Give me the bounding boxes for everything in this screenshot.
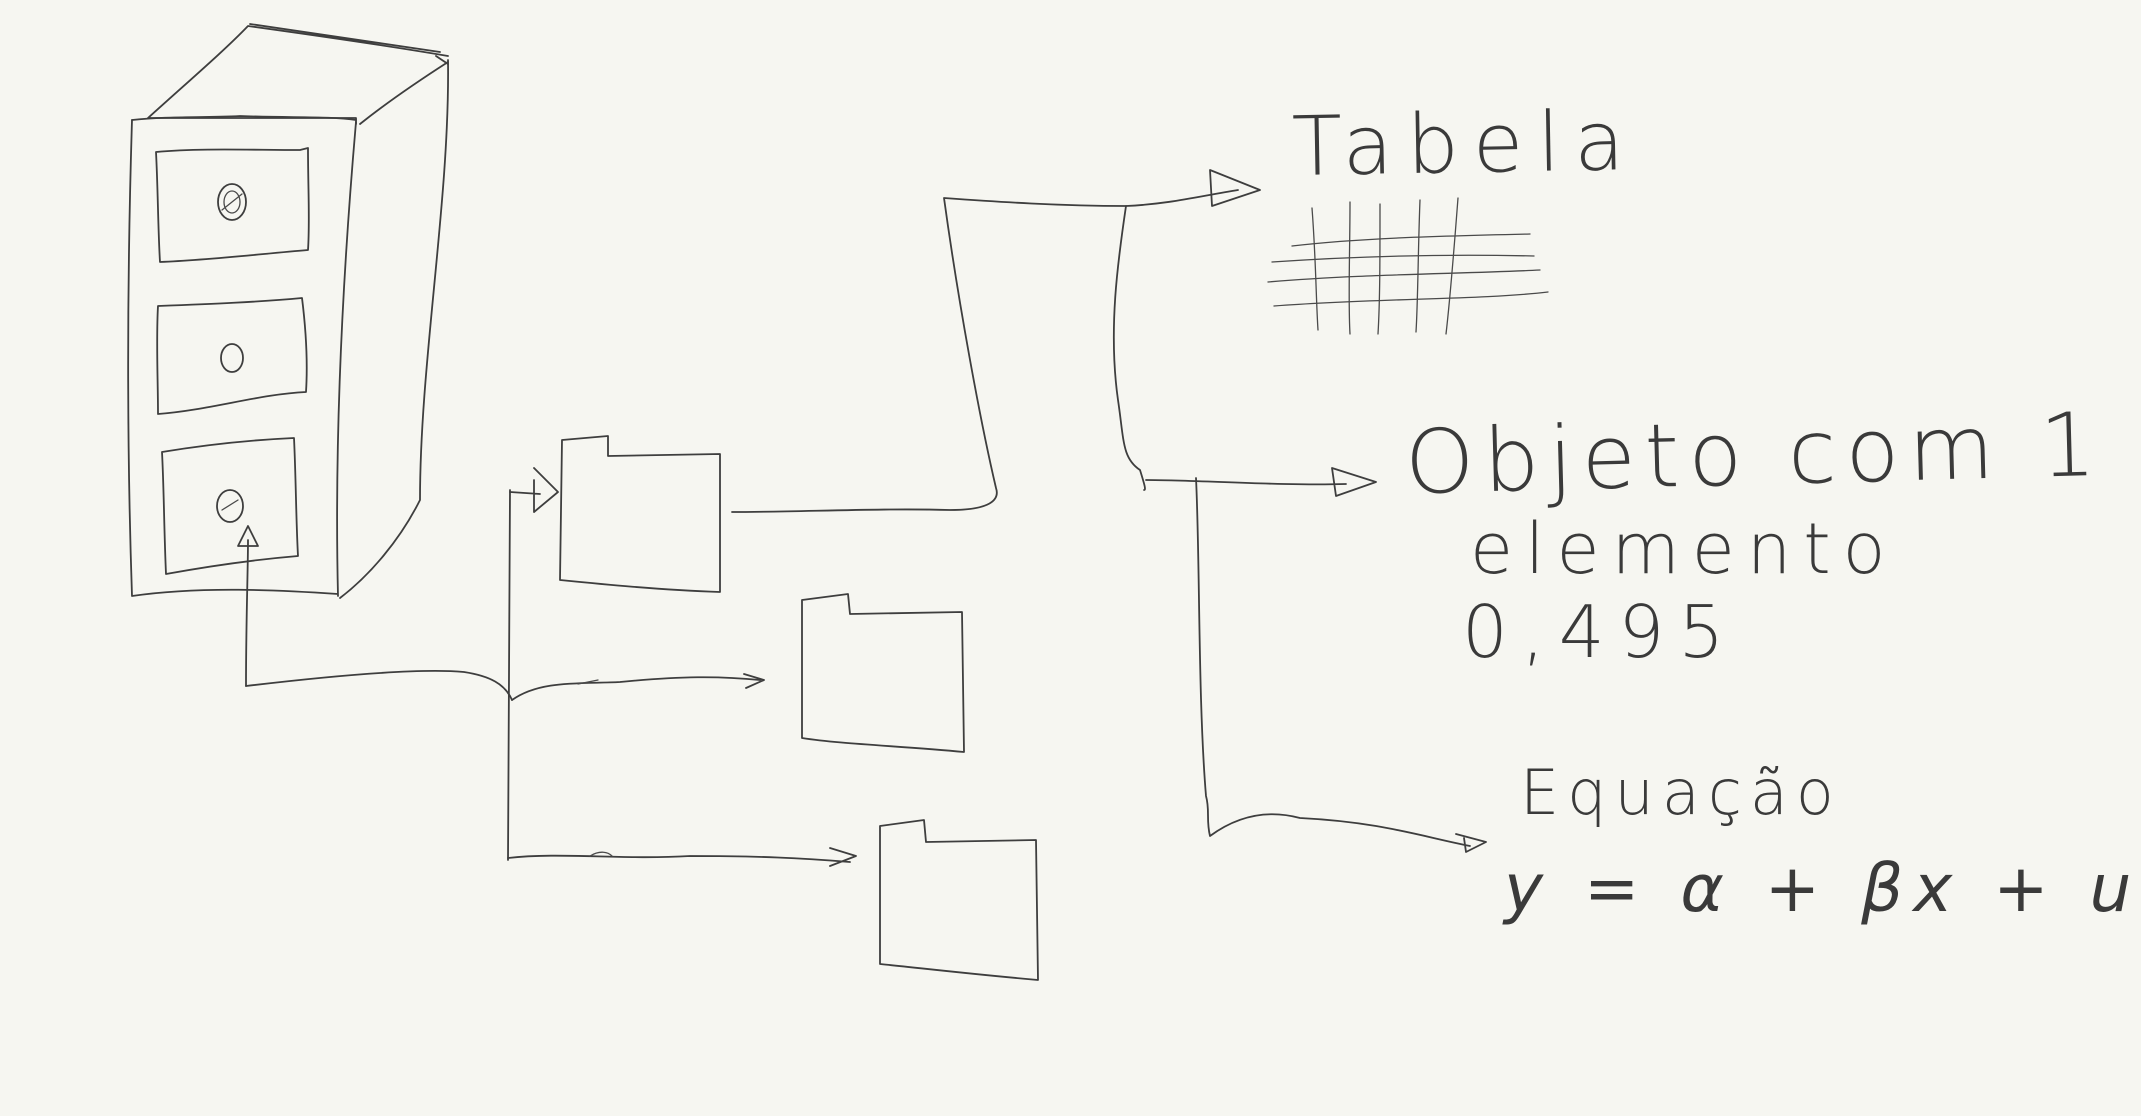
equation-formula: y = α + βx + u: [1504, 850, 2141, 927]
arrow-icon: [237, 467, 857, 867]
table-label: Tabela: [1291, 93, 1640, 196]
folder-icon: [801, 593, 965, 753]
diagram-drawing: [127, 23, 1549, 981]
file-cabinet-icon: [127, 23, 449, 599]
whiteboard-canvas: Tabela Objeto com 1 elemento 0,495 Equaç…: [127, 23, 2131, 981]
equation-label: Equação: [1520, 756, 1842, 829]
folder-icon: [559, 435, 721, 593]
object-label-line3: 0,495: [1462, 590, 1739, 674]
folder-icon: [879, 819, 1039, 981]
object-label-line1: Objeto com 1: [1403, 392, 2107, 515]
object-label-line2: elemento: [1470, 508, 1898, 590]
table-grid-icon: [1267, 197, 1549, 335]
arrow-icon: [731, 169, 1487, 853]
